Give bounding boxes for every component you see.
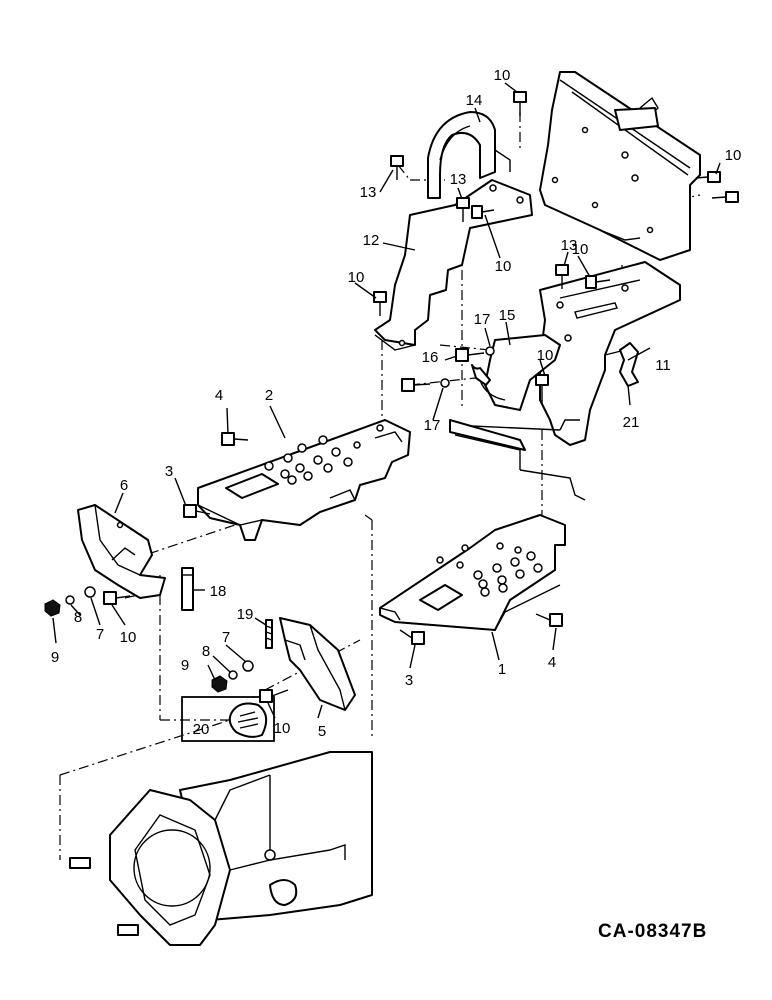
drawing-code: CA-08347B: [598, 921, 707, 942]
part-14-arched-shield: [427, 111, 511, 199]
bolt-icon: [585, 275, 611, 289]
callout-2: 2: [265, 387, 273, 404]
callout-10: 10: [274, 720, 291, 737]
callout-17: 17: [474, 311, 491, 328]
fasteners: [44, 91, 739, 703]
bolt-icon: [103, 591, 131, 605]
part-20-pad-box: [181, 696, 275, 742]
part-5-right-bracket: [279, 617, 356, 711]
transmission-housing: [69, 751, 373, 946]
washer-icon: [485, 346, 495, 356]
callout-10: 10: [572, 241, 589, 258]
callout-3: 3: [405, 672, 413, 689]
callout-10: 10: [537, 347, 554, 364]
bolt-icon: [259, 689, 289, 703]
washer-icon: [440, 378, 450, 388]
callout-11: 11: [655, 357, 671, 374]
callout-9: 9: [51, 649, 59, 666]
callout-10: 10: [495, 258, 512, 275]
top-right-panel: [539, 71, 701, 261]
callout-17: 17: [424, 417, 441, 434]
bolt-icon: [373, 291, 387, 316]
bolt-icon: [535, 374, 549, 405]
callout-8: 8: [202, 643, 210, 660]
callout-7: 7: [222, 629, 230, 646]
bolt-icon: [390, 155, 404, 180]
callout-7: 7: [96, 626, 104, 643]
nut-icon: [44, 599, 61, 617]
callout-10: 10: [494, 67, 511, 84]
part-19-pin: [265, 619, 273, 649]
bolt-icon: [183, 504, 211, 518]
washer-icon: [84, 586, 96, 598]
bolt-icon: [456, 197, 470, 222]
callout-18: 18: [210, 583, 227, 600]
part-18-pin: [181, 567, 194, 611]
bolt-icon: [401, 378, 431, 392]
callout-10: 10: [348, 269, 365, 286]
bolt-icon: [555, 264, 569, 289]
bolt-icon: [711, 191, 739, 203]
callout-16: 16: [422, 349, 439, 366]
leader-lines: [52, 82, 721, 719]
part-1-lower-plate: [379, 514, 566, 631]
bolt-icon: [695, 171, 721, 183]
callout-10: 10: [725, 147, 742, 164]
callout-14: 14: [466, 92, 483, 109]
callout-4: 4: [548, 654, 556, 671]
nut-icon: [211, 675, 228, 693]
plate-2-holes: [264, 424, 384, 485]
callout-8: 8: [74, 609, 82, 626]
part-6-left-bracket: [77, 504, 166, 599]
bolt-icon: [471, 205, 495, 219]
callout-21: 21: [623, 414, 640, 431]
bolt-icon: [399, 629, 425, 645]
callout-3: 3: [165, 463, 173, 480]
part-11-bracket: [449, 261, 681, 501]
callout-19: 19: [237, 606, 254, 623]
bolt-icon: [513, 91, 527, 116]
callout-12: 12: [363, 232, 380, 249]
plate-1-holes: [436, 542, 543, 597]
callout-1: 1: [498, 661, 506, 678]
washer-icon: [242, 660, 254, 672]
part-2-upper-plate: [197, 419, 411, 541]
callout-5: 5: [318, 723, 326, 740]
part-21-clip: [619, 342, 639, 387]
part-15-stop-plate: [471, 334, 561, 411]
callout-9: 9: [181, 657, 189, 674]
callout-13: 13: [450, 171, 467, 188]
lock-washer-icon: [228, 670, 238, 680]
callout-10: 10: [120, 629, 137, 646]
callout-13: 13: [360, 184, 377, 201]
callout-4: 4: [215, 387, 223, 404]
callout-labels: 10 14 10 13 13 12 10 10 13 10 17 15 16 1…: [51, 67, 742, 740]
callout-15: 15: [499, 307, 516, 324]
callout-6: 6: [120, 477, 128, 494]
bolt-icon: [221, 432, 249, 446]
lock-washer-icon: [65, 595, 75, 605]
callout-13: 13: [561, 237, 578, 254]
callout-20: 20: [193, 721, 210, 738]
part-12-bracket: [374, 179, 533, 351]
bolt-icon: [535, 613, 563, 627]
bolt-icon: [455, 348, 485, 362]
